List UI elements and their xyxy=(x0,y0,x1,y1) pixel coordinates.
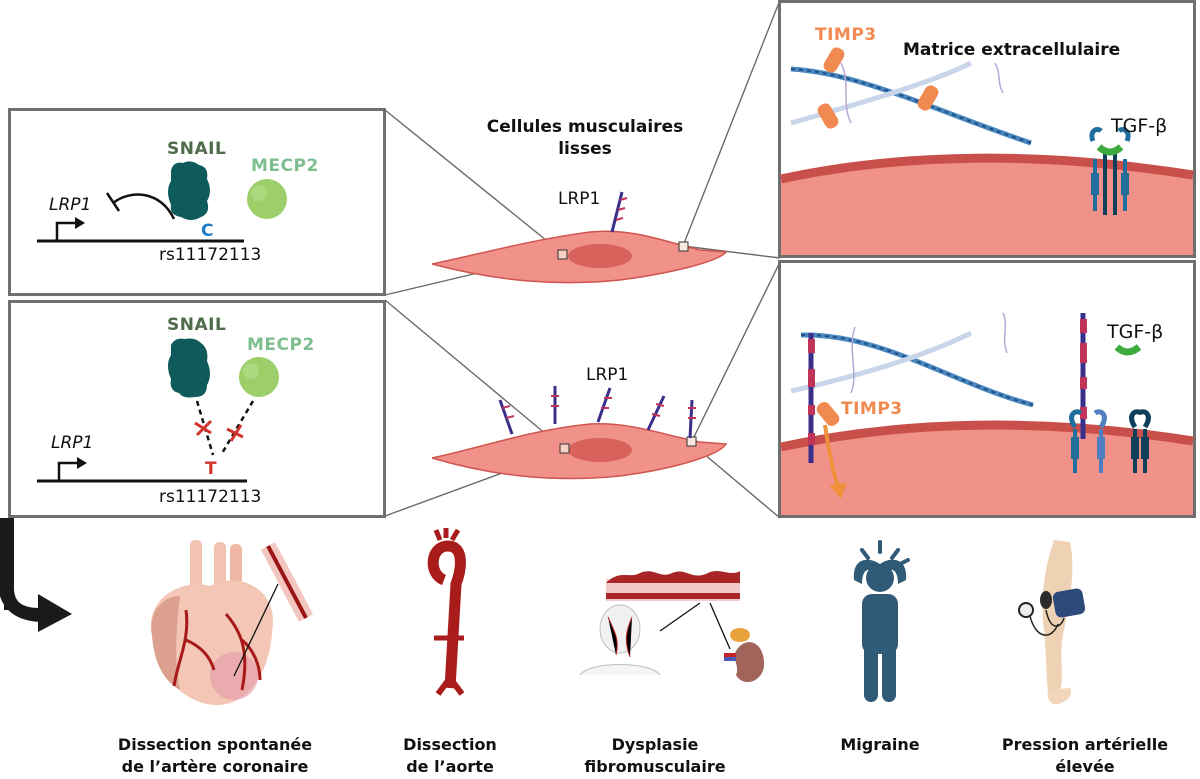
timp3-protein-icon xyxy=(817,103,839,129)
cell-nucleus xyxy=(568,438,632,462)
allele-label: C xyxy=(201,221,214,241)
cell-nucleus xyxy=(568,244,632,268)
cell-membrane xyxy=(780,420,1194,452)
blocked-binding-line xyxy=(219,400,255,456)
bp-gauge-icon xyxy=(1018,602,1034,618)
panel-promoter-allele-t: SNAIL MECP2 LRP1 T rs11172113 xyxy=(8,300,386,518)
cell-membrane xyxy=(780,153,1194,184)
outcome-caption-blood-pressure: Pression artérielle élevée xyxy=(1001,735,1169,776)
tgf-beta-receptor-icon xyxy=(1129,409,1151,473)
timp3-label: TIMP3 xyxy=(841,399,903,419)
lrp1-receptor-icon xyxy=(1080,313,1087,439)
cell-interior xyxy=(781,158,1193,255)
bp-cuff xyxy=(1052,588,1086,618)
timp3-label: TIMP3 xyxy=(815,25,877,45)
center-title: Cellules musculaires lisses xyxy=(470,116,700,160)
tgf-beta-ligand-icon xyxy=(1096,144,1124,156)
outcome-caption-fmd: Dysplasie fibromusculaire xyxy=(584,735,726,776)
head-illustration-icon xyxy=(579,604,661,676)
snail-label: SNAIL xyxy=(167,139,227,159)
outcome-arrow-icon xyxy=(0,518,72,632)
center-title-line1: Cellules musculaires xyxy=(486,117,684,137)
timp3-protein-icon xyxy=(917,85,939,111)
tgf-beta-label: TGF-β xyxy=(1111,115,1168,137)
panel-extracellular-matrix-normal: TIMP3 Matrice extracellulaire TGF-β xyxy=(778,0,1196,258)
snp-label: rs11172113 xyxy=(159,245,262,265)
fibromuscular-dysplasia-illustration xyxy=(579,571,765,683)
snail-protein-icon xyxy=(168,161,210,220)
proteoglycan xyxy=(850,326,856,394)
panel-extracellular-matrix-variant: TIMP3 TGF-β xyxy=(778,260,1196,518)
timp3-protein-icon xyxy=(816,401,840,427)
aorta-illustration xyxy=(427,528,466,696)
blocked-x-icon xyxy=(194,419,213,437)
zoom-marker xyxy=(686,436,697,447)
tgf-beta-receptor-icon xyxy=(1069,409,1107,473)
lrp1-label-top: LRP1 xyxy=(558,189,601,209)
snp-label: rs11172113 xyxy=(159,487,262,507)
tgf-beta-label: TGF-β xyxy=(1107,321,1164,343)
proteoglycan xyxy=(994,62,1004,94)
snail-label: SNAIL xyxy=(167,315,227,335)
tgf-beta-ligand-icon xyxy=(1114,344,1142,356)
snail-protein-icon xyxy=(168,338,210,398)
lrp1-label-bottom: LRP1 xyxy=(586,365,629,385)
mecp2-label: MECP2 xyxy=(251,156,319,176)
smooth-muscle-cell-top xyxy=(431,191,728,284)
matrix-illustration xyxy=(780,312,1194,515)
proteoglycan xyxy=(1002,312,1008,354)
center-title-line2: lisses xyxy=(558,139,612,159)
zoom-marker xyxy=(678,241,689,252)
timp3-protein-icon xyxy=(823,47,845,73)
mecp2-protein-icon xyxy=(239,357,279,397)
collagen-fiber xyxy=(800,332,1034,408)
bp-bulb-icon xyxy=(1040,591,1052,609)
migraine-figure-icon xyxy=(853,540,910,702)
gene-label-lrp1: LRP1 xyxy=(51,433,94,453)
matrix-illustration xyxy=(780,47,1194,255)
lrp1-receptor-icon xyxy=(610,191,628,233)
allele-label: T xyxy=(205,459,218,479)
smooth-muscle-cell-bottom xyxy=(431,386,728,480)
transcription-start-arrow-icon xyxy=(55,221,77,241)
matrix-title: Matrice extracellulaire xyxy=(903,40,1121,60)
lrp1-receptor-icon xyxy=(808,333,815,463)
outcome-caption-aortic-dissection: Dissection de l’aorte xyxy=(403,735,497,776)
artery-inset-icon xyxy=(260,542,314,622)
heart-illustration xyxy=(150,540,314,706)
kidney-illustration-icon xyxy=(724,628,765,683)
zoom-marker xyxy=(557,249,568,260)
cell-interior xyxy=(781,425,1193,515)
blocked-x-icon xyxy=(226,424,244,442)
mecp2-label: MECP2 xyxy=(247,335,315,355)
promoter-diagram xyxy=(37,338,279,483)
transcription-start-arrow-icon xyxy=(57,461,79,481)
repression-arc-icon xyxy=(112,193,176,220)
panel-promoter-allele-c: SNAIL MECP2 LRP1 C rs11172113 xyxy=(8,108,386,296)
mecp2-protein-icon xyxy=(247,179,287,219)
proteoglycan xyxy=(840,62,852,124)
outcome-caption-scad: Dissection spontanée de l’artère coronai… xyxy=(117,735,313,776)
zoom-marker xyxy=(559,443,570,454)
promoter-diagram xyxy=(37,161,287,243)
blood-pressure-arm-icon xyxy=(1018,540,1086,705)
tgf-beta-receptor-icon xyxy=(1089,127,1131,215)
gene-label-lrp1: LRP1 xyxy=(49,195,92,215)
outcome-caption-migraine: Migraine xyxy=(840,735,920,754)
